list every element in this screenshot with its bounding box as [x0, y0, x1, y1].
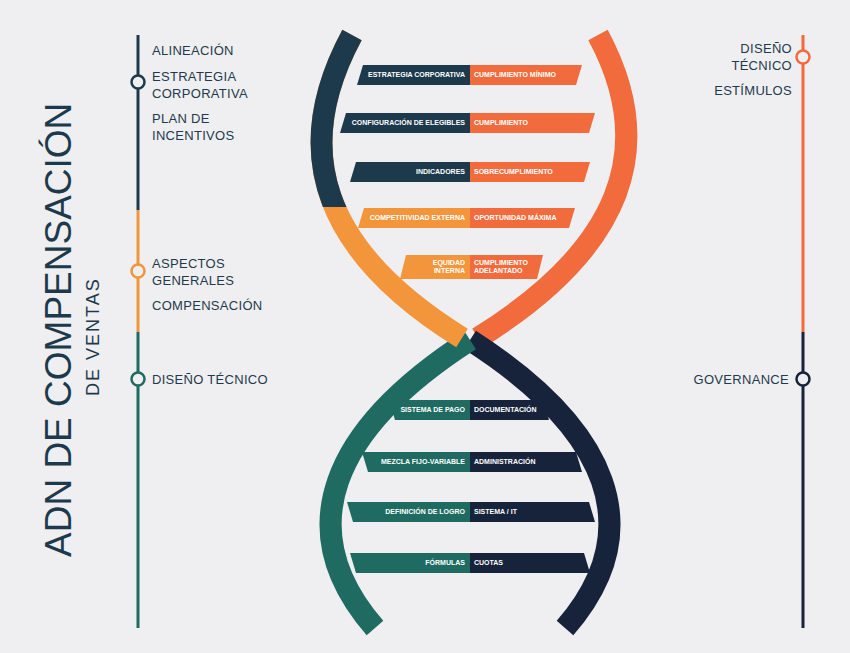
rung-text: DOCUMENTACIÓN	[474, 406, 536, 414]
rung-half: SISTEMA / IT	[470, 502, 595, 522]
rung-half: SOBRECUMPLIMIENTO	[470, 162, 590, 182]
timeline-label: COMPENSACIÓN	[152, 297, 263, 314]
rung-half: CUOTAS	[470, 553, 590, 573]
rung-text: INDICADORES	[416, 168, 465, 176]
timeline-label: PLAN DE INCENTIVOS	[152, 110, 272, 144]
helix-strand	[470, 340, 609, 628]
rung-text: ESTRATEGIA CORPORATIVA	[368, 71, 465, 79]
timeline-dot	[132, 373, 145, 386]
timeline-label: DISEÑO TÉCNICO	[702, 40, 792, 74]
rung-half: OPORTUNIDAD MÁXIMA	[470, 208, 575, 228]
rung-text: CONFIGURACIÓN DE ELEGIBLES	[352, 119, 465, 127]
rung-text: SISTEMA / IT	[474, 508, 517, 516]
rung-half: DOCUMENTACIÓN	[470, 400, 549, 420]
rung-text: CUMPLIMIENTO	[474, 119, 528, 127]
rung-text: CUMPLIMIENTO ADELANTADO	[474, 259, 532, 275]
rung-text: OPORTUNIDAD MÁXIMA	[474, 214, 556, 222]
diagram-subtitle: DE VENTAS	[84, 277, 102, 396]
timeline-label: ESTÍMULOS	[714, 82, 792, 99]
rung-half: FÓRMULAS	[350, 553, 470, 573]
rung-half: CUMPLIMIENTO	[470, 113, 595, 133]
rung-half: ESTRATEGIA CORPORATIVA	[357, 65, 470, 85]
timeline-dot	[132, 265, 145, 278]
rung-text: MEZCLA FIJO-VARIABLE	[381, 458, 465, 466]
timeline-line	[802, 35, 805, 332]
rung-half: CONFIGURACIÓN DE ELEGIBLES	[340, 113, 470, 133]
rung-half: MEZCLA FIJO-VARIABLE	[362, 452, 470, 472]
rung-text: COMPETITIVIDAD EXTERNA	[370, 214, 465, 222]
rung-half: INDICADORES	[350, 162, 470, 182]
timeline-label: ALINEACIÓN	[152, 42, 234, 59]
rung-text: EQUIDAD INTERNA	[425, 259, 465, 275]
rung-text: DEFINICIÓN DE LOGRO	[385, 508, 465, 516]
diagram-title: ADN DE COMPENSACIÓN	[40, 103, 77, 557]
rung-half: CUMPLIMIENTO MÍNIMO	[470, 65, 582, 85]
timeline-label: ASPECTOS GENERALES	[152, 255, 272, 289]
rung-text: CUMPLIMIENTO MÍNIMO	[474, 71, 556, 79]
timeline-dot	[132, 76, 145, 89]
rung-text: CUOTAS	[474, 559, 503, 567]
helix-strand	[331, 340, 470, 628]
rung-half: COMPETITIVIDAD EXTERNA	[358, 208, 470, 228]
rung-text: SISTEMA DE PAGO	[400, 406, 465, 414]
timeline-line	[137, 35, 140, 210]
rung-text: SOBRECUMPLIMIENTO	[474, 168, 553, 176]
rung-half: ADMINISTRACIÓN	[470, 452, 582, 472]
timeline-label: GOVERNANCE	[694, 371, 789, 388]
rung-half: CUMPLIMIENTO ADELANTADO	[470, 255, 543, 279]
rung-text: FÓRMULAS	[425, 559, 465, 567]
timeline-dot	[797, 51, 810, 64]
rung-half: SISTEMA DE PAGO	[389, 400, 470, 420]
rung-half: EQUIDAD INTERNA	[400, 255, 470, 279]
timeline-dot	[797, 373, 810, 386]
timeline-label: ESTRATEGIA CORPORATIVA	[152, 68, 272, 102]
rung-text: ADMINISTRACIÓN	[474, 458, 535, 466]
timeline-label: DISEÑO TÉCNICO	[152, 371, 268, 388]
rung-half: DEFINICIÓN DE LOGRO	[347, 502, 470, 522]
